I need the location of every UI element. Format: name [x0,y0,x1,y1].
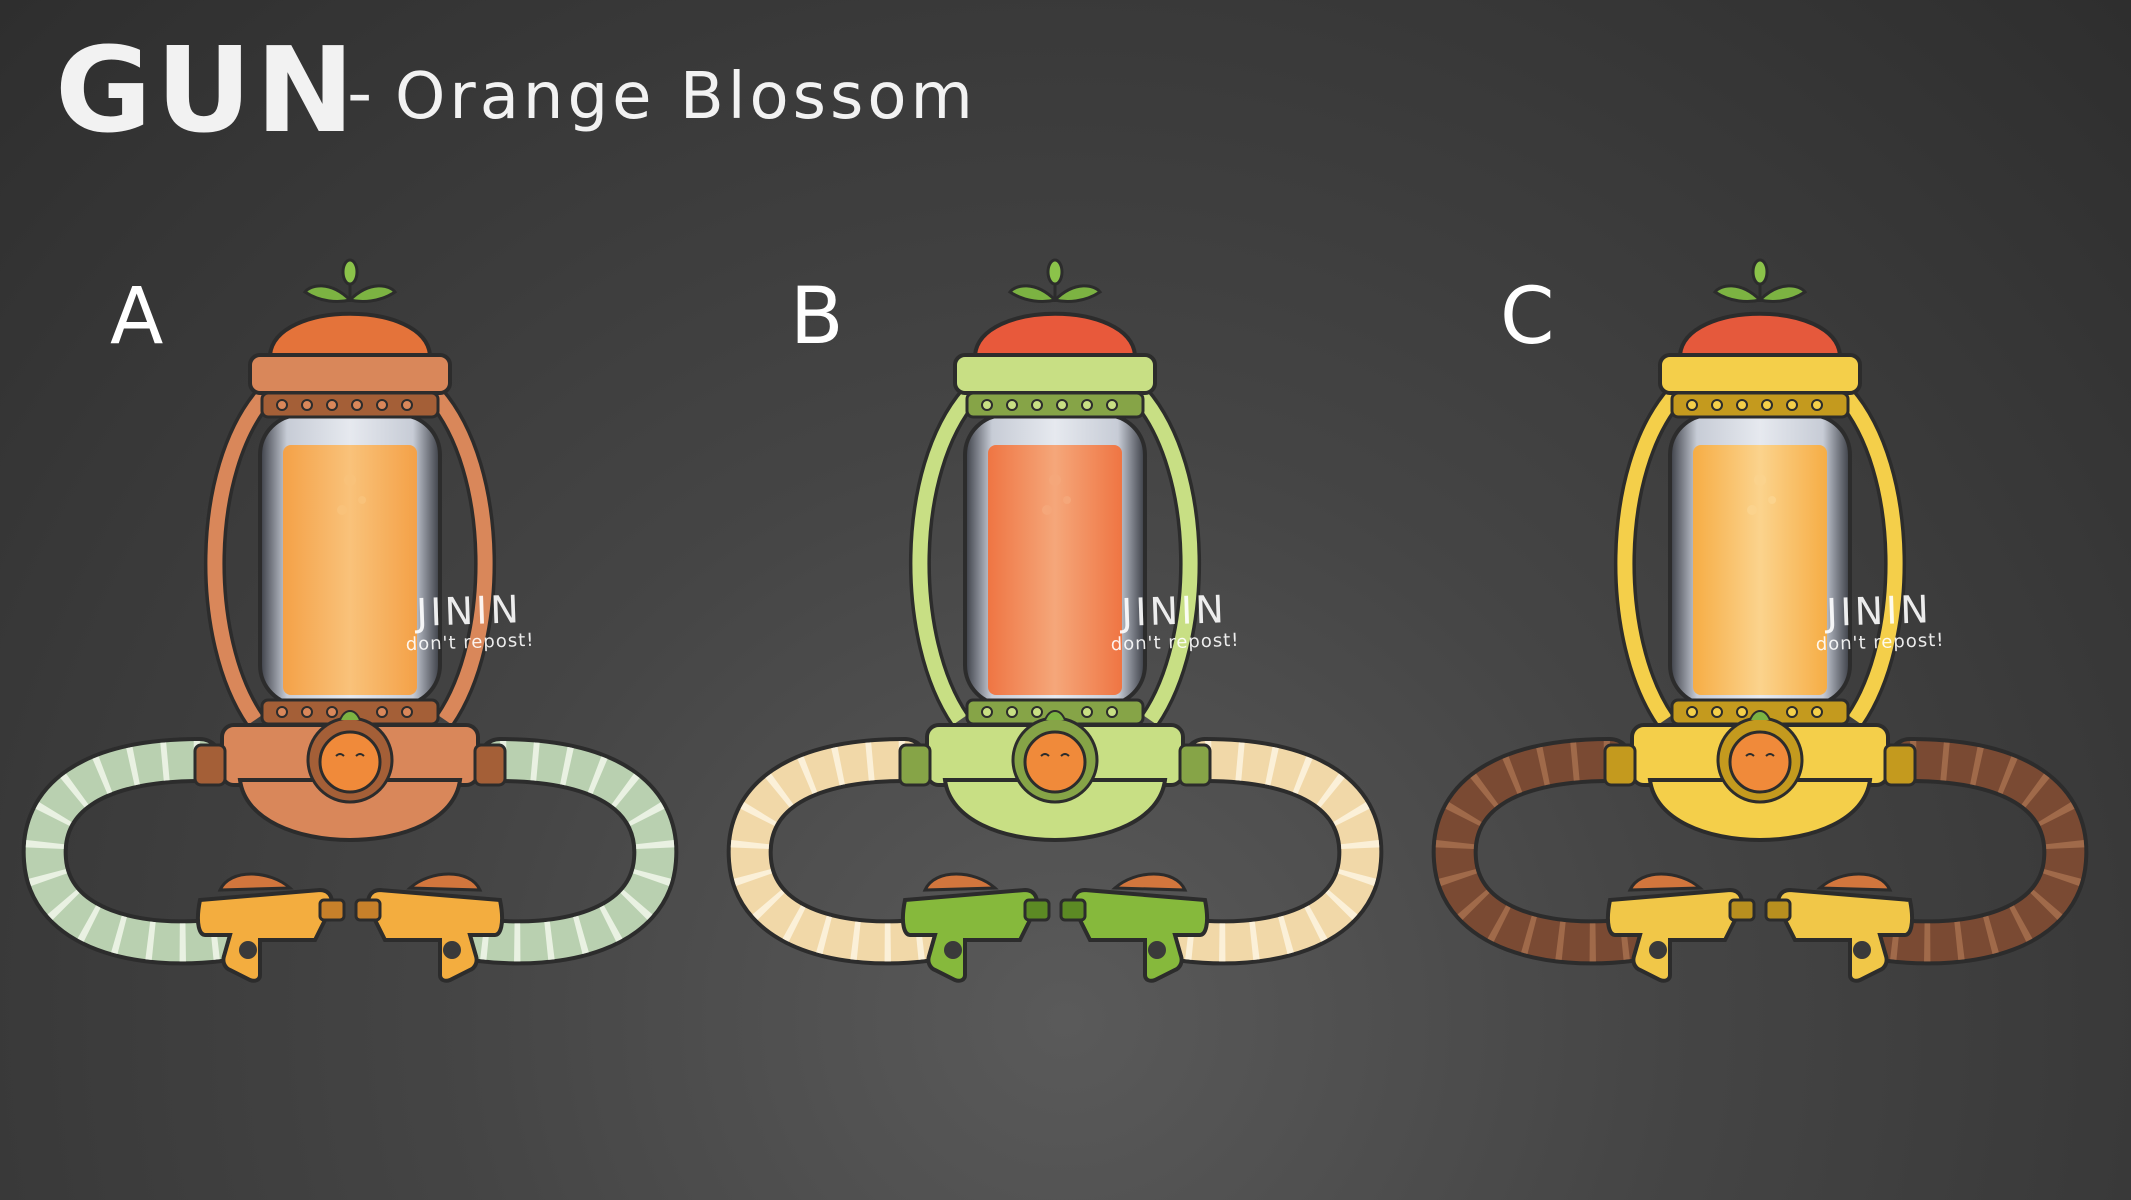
watermark-name: JININ [415,587,523,635]
variant-letter: B [790,272,844,362]
title-subtitle: Orange Blossom [395,60,977,134]
variant-letter: C [1500,272,1555,362]
watermark-note: don't repost! [405,629,535,656]
variant-letter: A [110,272,164,362]
title-dash: - [347,52,373,134]
gun-illustration [1431,258,2089,983]
watermark-note: don't repost! [1110,629,1240,656]
watermark-name: JININ [1825,587,1933,635]
title-main: GUN [55,21,359,159]
watermark-name: JININ [1120,587,1228,635]
watermark-note: don't repost! [1815,629,1945,656]
gun-illustration [726,258,1384,983]
gun-illustration [21,258,679,983]
